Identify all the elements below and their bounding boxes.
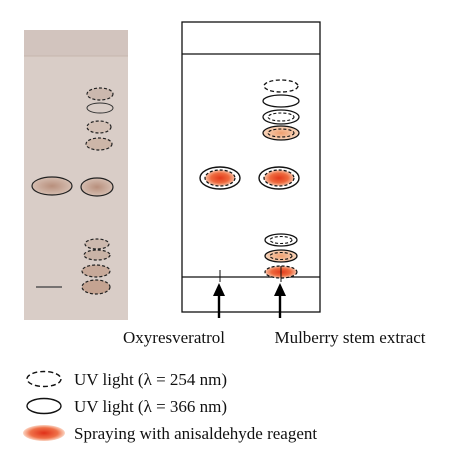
photo-spot [86, 102, 114, 114]
photo-spot-extract [80, 177, 114, 197]
schematic-spot-254 [263, 79, 299, 93]
schematic-spot-stained-extract [263, 169, 295, 187]
plate-photo-top-band [24, 30, 128, 56]
schematic-spot-366-oxyresveratrol [199, 166, 241, 190]
photo-spot [86, 120, 112, 134]
photo-spot [81, 279, 111, 295]
photo-spot [85, 137, 113, 151]
schematic-spot-366 [262, 109, 300, 125]
schematic-spot-254 [267, 112, 295, 122]
legend-label-anisaldehyde: Spraying with anisaldehyde reagent [74, 424, 317, 443]
photo-spot [84, 238, 110, 250]
legend: UV light (λ = 254 nm) UV light (λ = 366 … [23, 370, 317, 443]
schematic-plate-border [181, 21, 321, 313]
photo-spot [81, 264, 111, 278]
tlc-plate-schematic [181, 21, 321, 318]
plate-photo-background [24, 30, 128, 320]
schematic-spot-366 [262, 94, 300, 108]
schematic-spot-366 [264, 249, 298, 263]
arrow-mulberry-extract [274, 283, 286, 318]
legend-red-spot-icon [23, 425, 65, 441]
legend-label-366: UV light (λ = 366 nm) [74, 397, 227, 416]
legend-dashed-ellipse-icon [26, 370, 62, 388]
photo-spot [86, 87, 114, 101]
lane-label-mulberry-extract: Mulberry stem extract [274, 328, 425, 347]
lane-label-oxyresveratrol: Oxyresveratrol [123, 328, 225, 347]
schematic-spot-stained-oxyresveratrol [204, 169, 236, 187]
tlc-plate-photo [24, 30, 128, 320]
schematic-spot-366 [264, 233, 298, 247]
schematic-spot-254 [269, 235, 293, 245]
schematic-spot-254 [267, 128, 295, 138]
photo-spot [83, 249, 111, 261]
schematic-spot-254 [269, 251, 293, 261]
legend-solid-ellipse-icon [26, 397, 62, 415]
legend-label-254: UV light (λ = 254 nm) [74, 370, 227, 389]
schematic-spot-366 [262, 125, 300, 141]
schematic-spot-366-extract [258, 166, 300, 190]
photo-spot-oxyresveratrol [31, 176, 73, 196]
arrow-oxyresveratrol [213, 283, 225, 318]
